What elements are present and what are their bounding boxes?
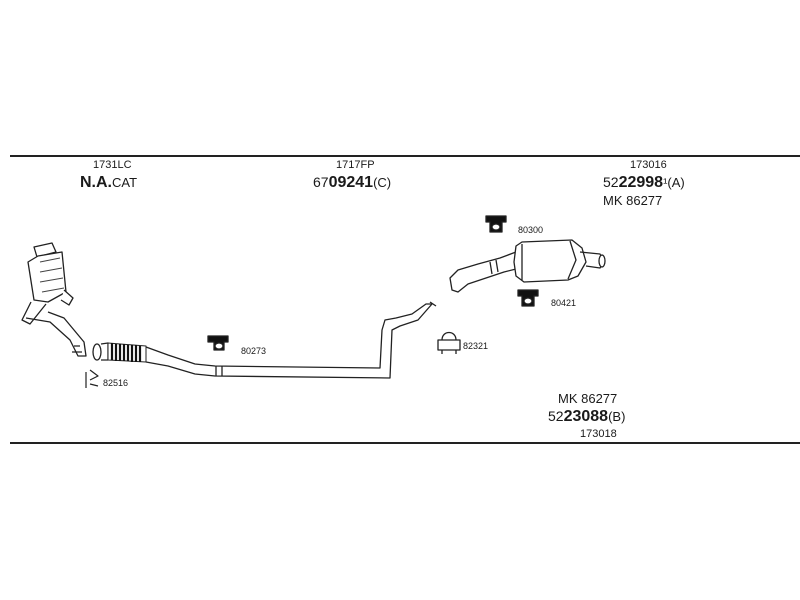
catalytic-converter (21, 242, 87, 357)
hanger-80273-label: 80273 (241, 346, 267, 356)
rear-muffler (449, 239, 606, 293)
kit-code-bold: 23088 (563, 408, 609, 425)
kit-mk: MK 86277 (558, 391, 618, 406)
middle-pipe-code-suffix: (C) (373, 175, 392, 190)
hanger-80273-icon (207, 335, 229, 351)
rear-muffler-code: 5222998¹(A) (603, 175, 685, 191)
rear-muffler-code-bold: 22998 (618, 174, 664, 191)
kit-code: 5223088(B) (548, 409, 625, 425)
rear-muffler-code-prefix: 52 (603, 174, 619, 190)
hanger-80421-icon (517, 289, 539, 307)
middle-pipe-part-number: 1717FP (336, 159, 375, 171)
catalyst-part-number: 1731LC (93, 159, 132, 171)
rear-muffler-code-suffix: ¹(A) (663, 175, 685, 190)
kit-part-number: 173018 (580, 428, 617, 440)
kit-code-prefix: 52 (548, 408, 564, 424)
clamp-82321-icon (437, 331, 461, 354)
bottom-divider (10, 442, 800, 444)
middle-pipe-code: 6709241(C) (313, 175, 391, 191)
hanger-80300-label: 80300 (518, 225, 544, 235)
rear-muffler-mk: MK 86277 (603, 193, 663, 208)
middle-pipe-code-prefix: 67 (313, 174, 329, 190)
clamp-82516-icon (85, 369, 99, 388)
rear-muffler-part-number: 173016 (630, 159, 667, 171)
clamp-82321-label: 82321 (463, 341, 489, 351)
catalyst-name: N.A.CAT (80, 175, 137, 191)
top-divider (10, 155, 800, 157)
hanger-80300-icon (485, 215, 507, 233)
middle-pipe-code-bold: 09241 (328, 174, 374, 191)
catalyst-name-suffix: CAT (112, 175, 138, 190)
hanger-80421-label: 80421 (551, 298, 577, 308)
clamp-82516-label: 82516 (103, 378, 129, 388)
middle-pipe (92, 301, 437, 379)
catalyst-name-bold: N.A. (80, 174, 112, 191)
kit-code-suffix: (B) (608, 409, 626, 424)
